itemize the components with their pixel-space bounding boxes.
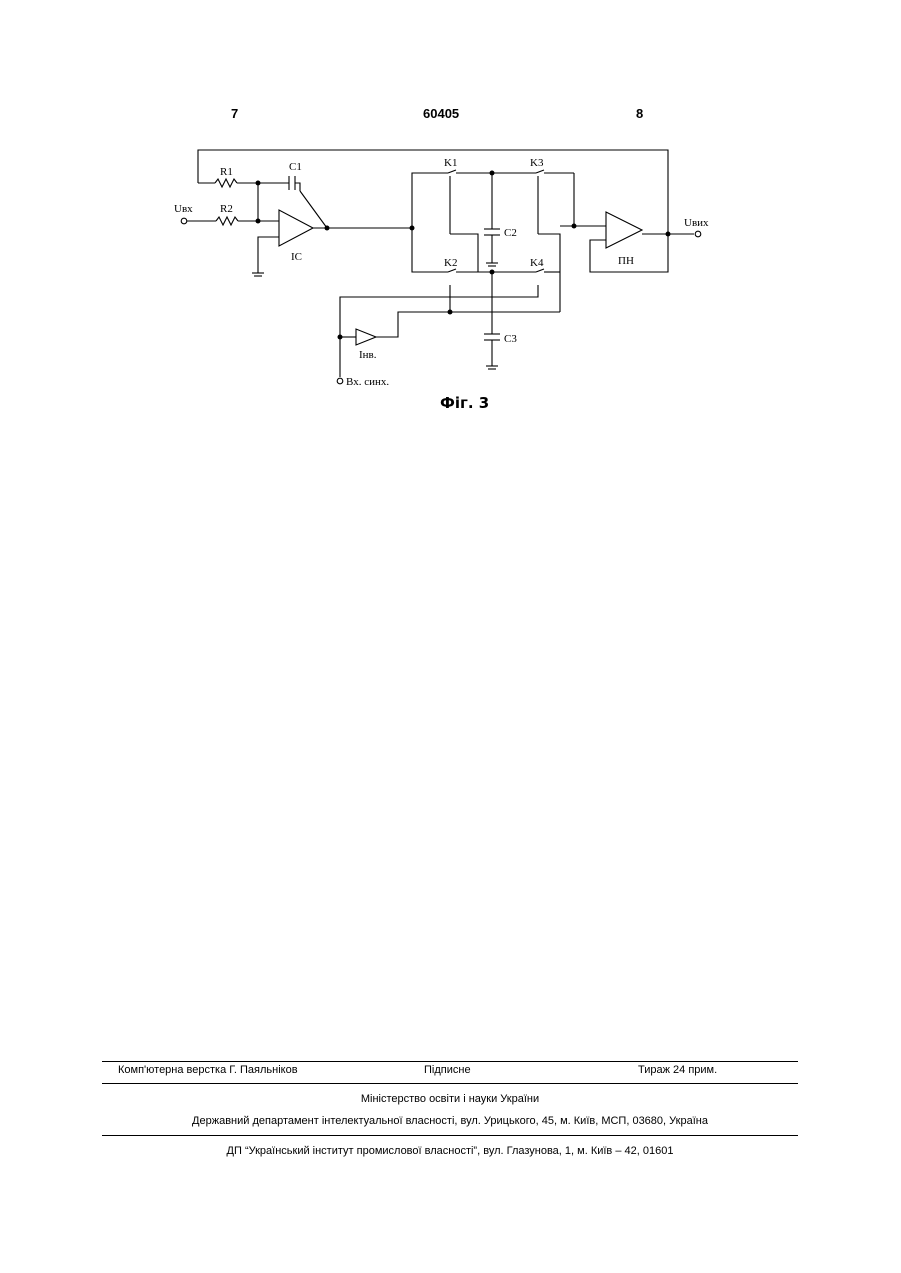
footer-institute: ДП “Український інститут промислової вла…	[102, 1145, 798, 1157]
label-c1: C1	[289, 161, 302, 173]
label-u-in: Uвх	[174, 203, 193, 215]
footer-signed: Підписне	[424, 1064, 471, 1076]
circuit-diagram: R1 R2 C1 C2 C3 K1 K2 K3 K4 IC ПН Uвх Uви…	[160, 140, 740, 420]
figure-caption: Фіг. 3	[440, 394, 489, 412]
footer-rule-middle	[102, 1083, 798, 1084]
label-ic: IC	[291, 251, 302, 263]
label-k3: K3	[530, 157, 544, 169]
footer-circulation: Тираж 24 прим.	[638, 1064, 717, 1076]
label-k4: K4	[530, 257, 544, 269]
label-sync-input: Вх. синх.	[346, 376, 389, 388]
footer-rule-bottom	[102, 1135, 798, 1136]
label-c3: C3	[504, 333, 517, 345]
footer-ministry: Міністерство освіти і науки України	[102, 1093, 798, 1105]
label-k2: K2	[444, 257, 457, 269]
label-r2: R2	[220, 203, 233, 215]
footer-typesetting: Комп'ютерна верстка Г. Паяльніков	[118, 1064, 298, 1076]
label-r1: R1	[220, 166, 233, 178]
label-u-out: Uвих	[684, 217, 709, 229]
page-number-right: 8	[636, 106, 643, 121]
label-c2: C2	[504, 227, 517, 239]
patent-number: 60405	[423, 106, 459, 121]
label-inverter: Інв.	[359, 349, 377, 361]
page-number-left: 7	[231, 106, 238, 121]
footer-rule-top	[102, 1061, 798, 1062]
label-k1: K1	[444, 157, 457, 169]
label-pn: ПН	[618, 255, 634, 267]
footer-department: Державний департамент інтелектуальної вл…	[102, 1115, 798, 1127]
